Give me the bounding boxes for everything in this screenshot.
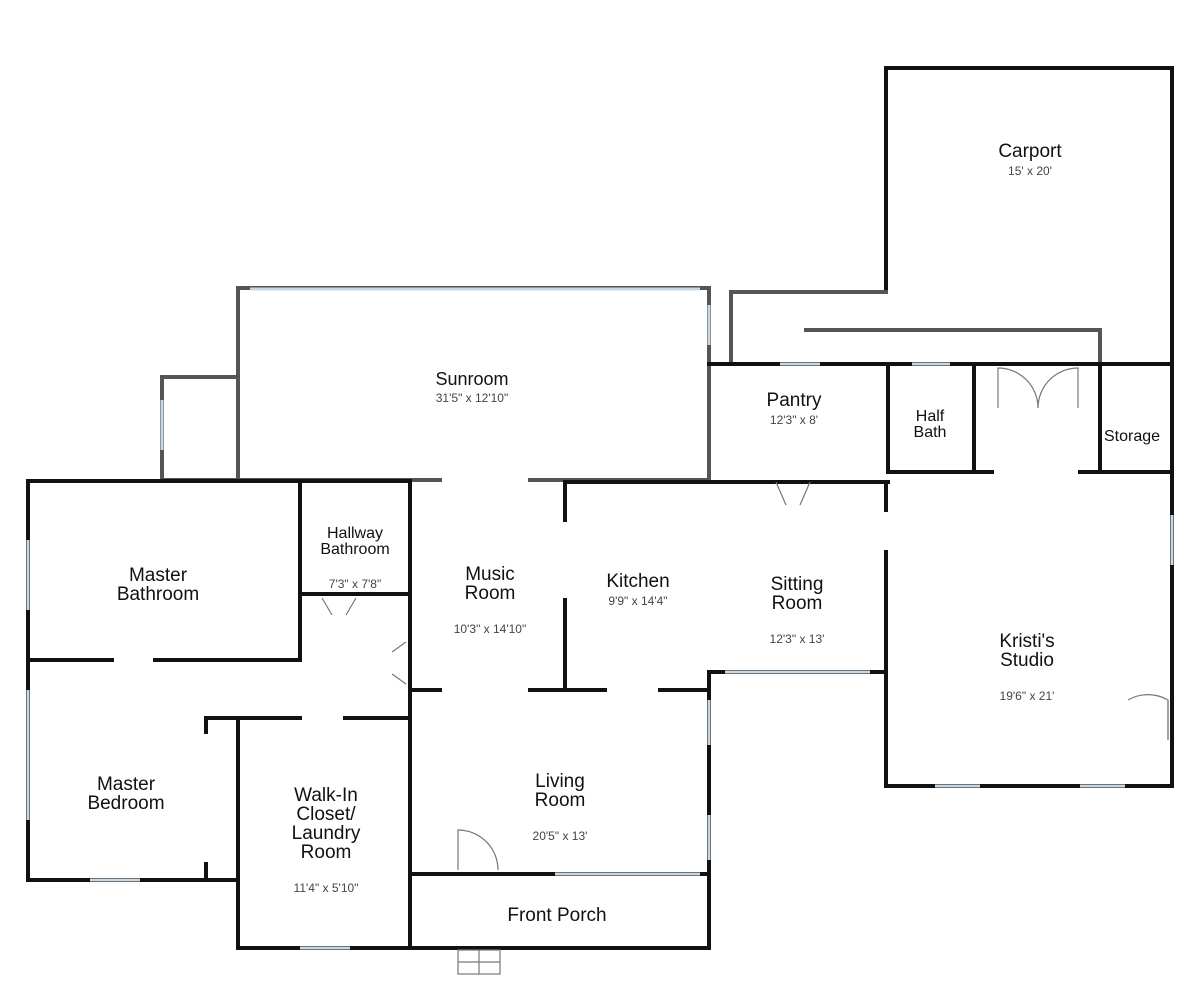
label-front-porch: Front Porch	[487, 906, 627, 925]
windows	[26, 287, 1174, 950]
label-pantry: Pantry 12'3" x 8'	[734, 391, 854, 426]
label-hallway-bathroom: Hallway Bathroom 7'3" x 7'8"	[300, 510, 410, 606]
label-kristis-studio: Kristi's Studio 19'6" x 21'	[967, 616, 1087, 718]
room-name-master-bathroom: Master Bathroom	[116, 565, 200, 605]
room-name-master-bedroom: Master Bedroom	[87, 774, 165, 814]
room-dims-living-room: 20'5" x 13'	[532, 829, 588, 843]
room-name-walk-in-closet: Walk-In Closet/ Laundry Room	[291, 785, 361, 863]
room-name-kitchen: Kitchen	[606, 571, 670, 592]
carport-walls	[729, 66, 1174, 367]
room-name-storage: Storage	[1103, 428, 1161, 445]
label-walk-in-closet: Walk-In Closet/ Laundry Room 11'4" x 5'1…	[264, 770, 388, 910]
label-half-bath: Half Bath	[890, 393, 970, 457]
label-music-room: Music Room 10'3" x 14'10"	[430, 549, 550, 651]
room-dims-walk-in-closet: 11'4" x 5'10"	[293, 881, 359, 895]
label-carport: Carport 15' x 20'	[970, 142, 1090, 177]
room-dims-sunroom: 31'5" x 12'10"	[435, 391, 509, 405]
room-name-hallway-bathroom: Hallway Bathroom	[320, 525, 390, 558]
label-sunroom: Sunroom 31'5" x 12'10"	[412, 370, 532, 404]
room-name-kristis-studio: Kristi's Studio	[999, 631, 1055, 671]
room-name-front-porch: Front Porch	[507, 905, 607, 926]
room-name-sunroom: Sunroom	[435, 369, 509, 389]
room-dims-hallway-bathroom: 7'3" x 7'8"	[328, 577, 382, 591]
label-storage: Storage	[1092, 429, 1172, 445]
room-dims-music-room: 10'3" x 14'10"	[453, 622, 527, 636]
room-name-pantry: Pantry	[766, 390, 822, 411]
room-dims-pantry: 12'3" x 8'	[769, 413, 819, 427]
room-dims-kristis-studio: 19'6" x 21'	[999, 689, 1055, 703]
label-kitchen: Kitchen 9'9" x 14'4"	[578, 572, 698, 607]
upper-right-walls	[563, 362, 1174, 788]
room-name-carport: Carport	[998, 141, 1062, 162]
room-name-half-bath: Half Bath	[913, 408, 947, 441]
label-sitting-room: Sitting Room 12'3" x 13'	[737, 559, 857, 661]
room-dims-carport: 15' x 20'	[1008, 164, 1052, 178]
label-master-bathroom: Master Bathroom	[88, 550, 228, 620]
room-dims-kitchen: 9'9" x 14'4"	[608, 594, 668, 608]
label-living-room: Living Room 20'5" x 13'	[500, 756, 620, 858]
label-master-bedroom: Master Bedroom	[66, 759, 186, 829]
room-name-sitting-room: Sitting Room	[770, 574, 824, 614]
room-name-living-room: Living Room	[534, 771, 586, 811]
doors	[321, 367, 1169, 975]
room-name-music-room: Music Room	[464, 564, 516, 604]
room-dims-sitting-room: 12'3" x 13'	[769, 632, 825, 646]
